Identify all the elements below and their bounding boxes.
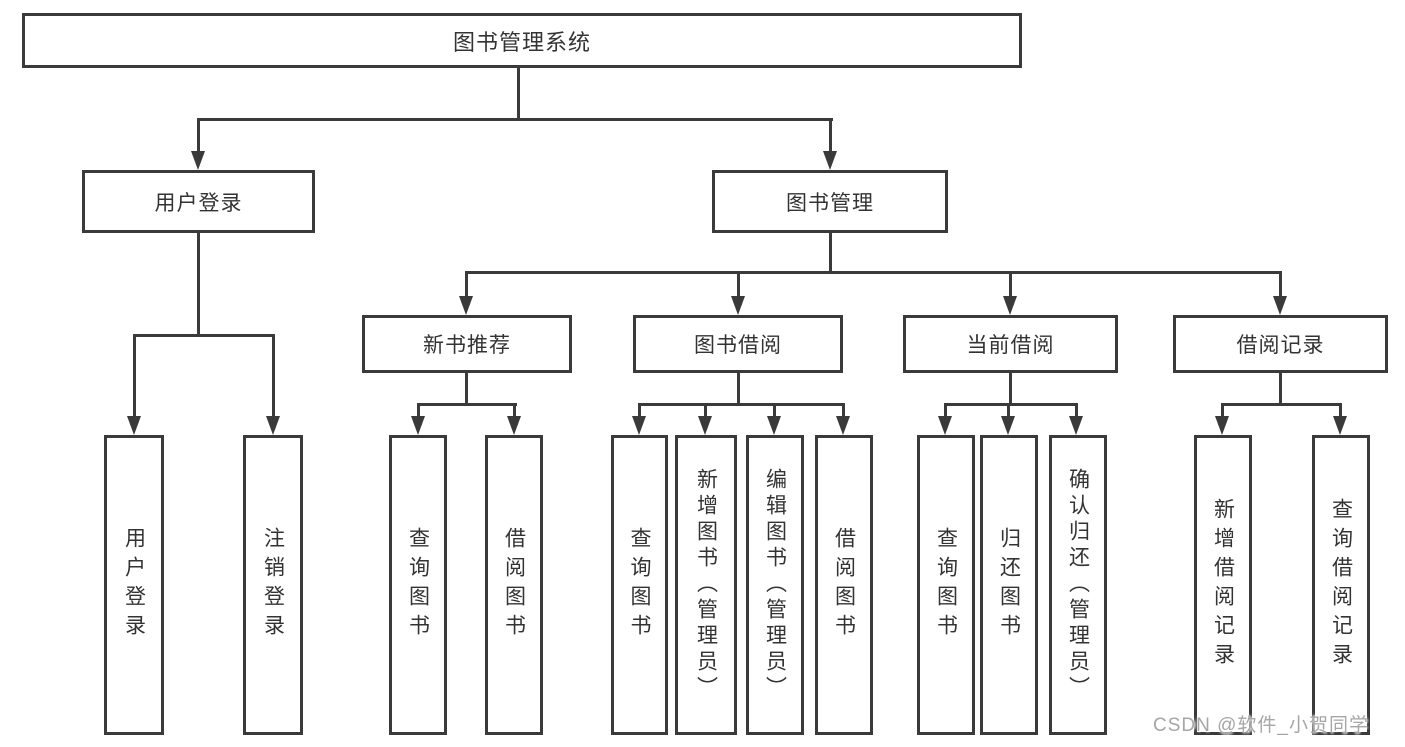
node-root: 图书管理系统 [22,13,1022,68]
connector-line [1009,271,1012,298]
connector-line [1221,403,1341,406]
node-current-borrowing: 当前借阅 [903,315,1118,373]
node-label: 用户登录 [122,527,146,643]
arrowhead-down-icon [698,416,712,435]
node-label: 借阅图书 [832,527,856,643]
node-cb-query-books: 查询图书 [917,435,975,735]
connector-line [704,403,707,418]
connector-line [197,118,833,121]
node-borrowing-records: 借阅记录 [1173,315,1388,373]
node-label: 新增图书（管理员） [694,468,718,702]
node-bb-add-books-admin: 新增图书（管理员） [675,435,737,735]
arrowhead-down-icon [1001,416,1015,435]
connector-line [1075,403,1078,418]
node-label: 查询图书 [934,527,958,643]
node-label: 编辑图书（管理员） [763,468,787,702]
node-label: 注销登录 [261,527,285,643]
connector-line [944,403,947,418]
connector-line [513,403,516,418]
arrowhead-down-icon [459,296,473,315]
connector-line [638,403,844,406]
connector-line [417,403,517,406]
connector-line [1009,373,1012,405]
node-br-add-record: 新增借阅记录 [1194,435,1252,735]
connector-line [417,403,420,418]
arrowhead-down-icon [1069,416,1083,435]
arrowhead-down-icon [1215,416,1229,435]
node-label: 查询图书 [406,527,430,643]
connector-line [737,373,740,405]
node-label: 新增借阅记录 [1211,498,1235,672]
connector-line [773,403,776,418]
connector-line [1221,403,1224,418]
node-logout: 注销登录 [243,435,303,735]
connector-line [272,334,275,418]
arrowhead-down-icon [507,416,521,435]
node-cb-confirm-return-admin: 确认归还（管理员） [1049,435,1107,735]
connector-line [737,271,740,298]
arrowhead-down-icon [266,416,280,435]
node-nb-borrow-books: 借阅图书 [485,435,543,735]
connector-line [842,403,845,418]
connector-line [1339,403,1342,418]
node-book-borrowing: 图书借阅 [633,315,843,373]
arrowhead-down-icon [632,416,646,435]
node-book-management: 图书管理 [712,170,948,233]
node-cb-return-books: 归还图书 [980,435,1038,735]
connector-line [1279,271,1282,298]
arrowhead-down-icon [411,416,425,435]
arrowhead-down-icon [1003,296,1017,315]
node-label: 确认归还（管理员） [1066,468,1090,702]
node-bb-edit-books-admin: 编辑图书（管理员） [746,435,804,735]
csdn-watermark: CSDN @软件_小贺同学 [1153,715,1369,736]
node-user-login-leaf: 用户登录 [104,435,164,735]
connector-line [517,68,520,121]
connector-line [638,403,641,418]
connector-line [829,233,832,274]
arrowhead-down-icon [127,416,141,435]
arrowhead-down-icon [1273,296,1287,315]
node-user-login: 用户登录 [82,170,315,233]
connector-line [1007,403,1010,418]
arrowhead-down-icon [191,151,205,170]
arrowhead-down-icon [767,416,781,435]
connector-line [133,334,136,418]
connector-line [197,233,200,337]
connector-line [944,403,1078,406]
node-new-book-recommendation: 新书推荐 [362,315,572,373]
node-label: 查询图书 [628,527,652,643]
connector-line [1279,373,1282,405]
connector-line [465,271,1282,274]
node-br-query-record: 查询借阅记录 [1312,435,1370,735]
arrowhead-down-icon [731,296,745,315]
node-label: 归还图书 [997,527,1021,643]
node-bb-borrow-books: 借阅图书 [815,435,873,735]
connector-line [829,118,832,153]
arrowhead-down-icon [938,416,952,435]
node-nb-query-books: 查询图书 [389,435,447,735]
node-label: 借阅图书 [502,527,526,643]
connector-line [197,118,200,153]
connector-line [465,373,468,405]
connector-line [465,271,468,298]
arrowhead-down-icon [823,151,837,170]
arrowhead-down-icon [836,416,850,435]
node-label: 查询借阅记录 [1329,498,1353,672]
node-bb-query-books: 查询图书 [611,435,668,735]
arrowhead-down-icon [1333,416,1347,435]
connector-line [133,334,275,337]
